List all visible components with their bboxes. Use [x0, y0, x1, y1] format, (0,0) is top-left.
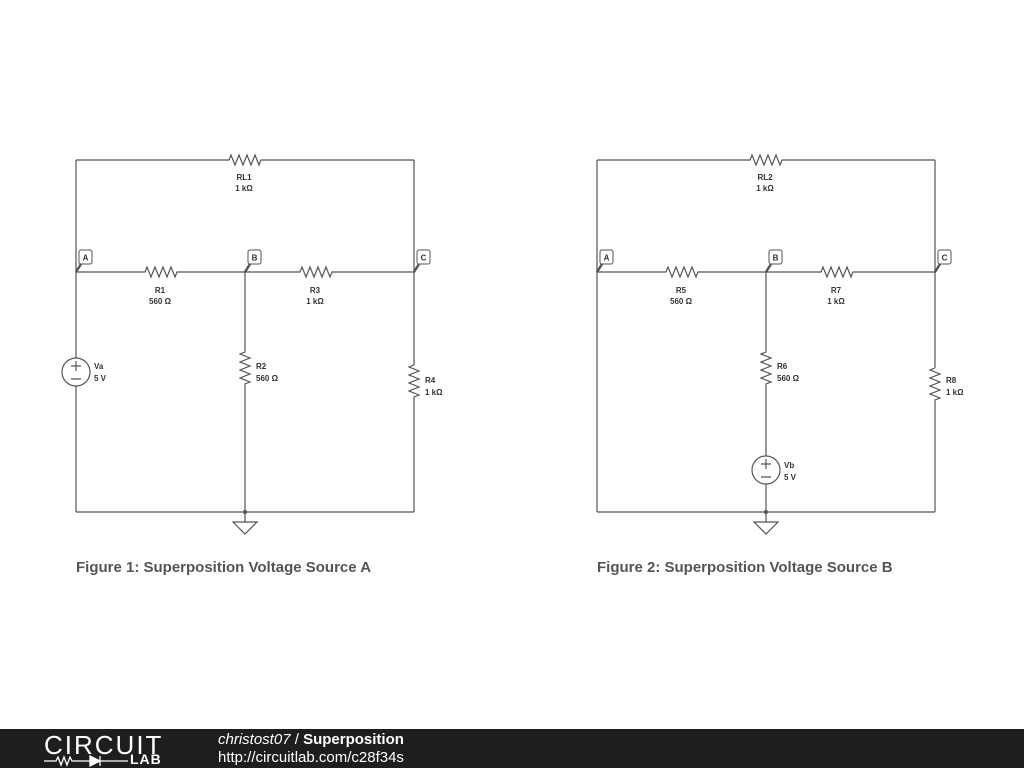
r8-resistor[interactable] — [928, 367, 942, 408]
r6-value: 560 Ω — [777, 374, 800, 383]
va-name: Va — [94, 362, 104, 371]
node-tag-c[interactable]: C — [933, 249, 952, 273]
r7-name: R7 — [831, 286, 842, 295]
figure-1: RL1 1 kΩ R1 560 Ω R3 1 kΩ R2 560 Ω R4 1 … — [61, 153, 443, 576]
r2-name: R2 — [256, 362, 267, 371]
node-label-c: C — [942, 254, 948, 263]
r8-name: R8 — [946, 376, 957, 385]
node-label-c: C — [421, 254, 427, 263]
vb-voltage-source[interactable] — [751, 455, 781, 485]
r1-value: 560 Ω — [149, 297, 172, 306]
va-value: 5 V — [94, 374, 107, 383]
figure-2: RL2 1 kΩ R5 560 Ω R7 1 kΩ R6 560 Ω Vb 5 … — [595, 153, 964, 576]
r2-value: 560 Ω — [256, 374, 279, 383]
rl2-resistor[interactable] — [597, 153, 935, 167]
node-tag-a[interactable]: A — [74, 249, 93, 273]
circuit-url-link[interactable]: http://circuitlab.com/c28f34s — [218, 749, 404, 766]
circuit-waveform-icon — [44, 754, 128, 768]
va-voltage-source[interactable] — [61, 357, 91, 387]
r1-name: R1 — [155, 286, 166, 295]
footer-separator: / — [290, 731, 304, 748]
node-tag-a[interactable]: A — [595, 249, 614, 273]
rl2-value: 1 kΩ — [756, 184, 774, 193]
r6-name: R6 — [777, 362, 788, 371]
author-link[interactable]: christost07 — [218, 731, 291, 748]
circuitlab-logo-top[interactable]: CIRCUIT — [44, 730, 164, 760]
r1-resistor[interactable] — [76, 265, 245, 279]
node-tag-b[interactable]: B — [243, 249, 262, 273]
rl1-resistor[interactable] — [76, 153, 414, 167]
node-tag-b[interactable]: B — [764, 249, 783, 273]
r4-resistor[interactable] — [407, 364, 421, 405]
node-label-b: B — [252, 254, 258, 263]
r6-resistor[interactable] — [759, 272, 773, 456]
rl1-name: RL1 — [236, 173, 252, 182]
r3-name: R3 — [310, 286, 321, 295]
node-label-a: A — [83, 254, 89, 263]
vb-name: Vb — [784, 461, 794, 470]
r8-value: 1 kΩ — [946, 388, 964, 397]
circuitlab-logo-bottom: LAB — [130, 751, 162, 767]
r7-value: 1 kΩ — [827, 297, 845, 306]
node-label-a: A — [604, 254, 610, 263]
circuit-title[interactable]: Superposition — [303, 731, 404, 748]
rl1-value: 1 kΩ — [235, 184, 253, 193]
r4-name: R4 — [425, 376, 436, 385]
footer-bar: CIRCUIT LAB christost07 / Superposition … — [0, 729, 1024, 768]
r5-resistor[interactable] — [597, 265, 766, 279]
r3-resistor[interactable] — [245, 265, 414, 279]
r4-value: 1 kΩ — [425, 388, 443, 397]
figure-1-caption: Figure 1: Superposition Voltage Source A — [76, 559, 371, 576]
ground-icon — [231, 510, 259, 535]
r5-value: 560 Ω — [670, 297, 693, 306]
r3-value: 1 kΩ — [306, 297, 324, 306]
node-tag-c[interactable]: C — [412, 249, 431, 273]
ground-icon — [752, 510, 780, 535]
footer-heading: christost07 / Superposition — [218, 731, 404, 748]
rl2-name: RL2 — [757, 173, 773, 182]
r5-name: R5 — [676, 286, 687, 295]
vb-value: 5 V — [784, 473, 797, 482]
r7-resistor[interactable] — [766, 265, 935, 279]
node-label-b: B — [773, 254, 779, 263]
r2-resistor[interactable] — [238, 272, 252, 512]
figure-2-caption: Figure 2: Superposition Voltage Source B — [597, 559, 893, 576]
